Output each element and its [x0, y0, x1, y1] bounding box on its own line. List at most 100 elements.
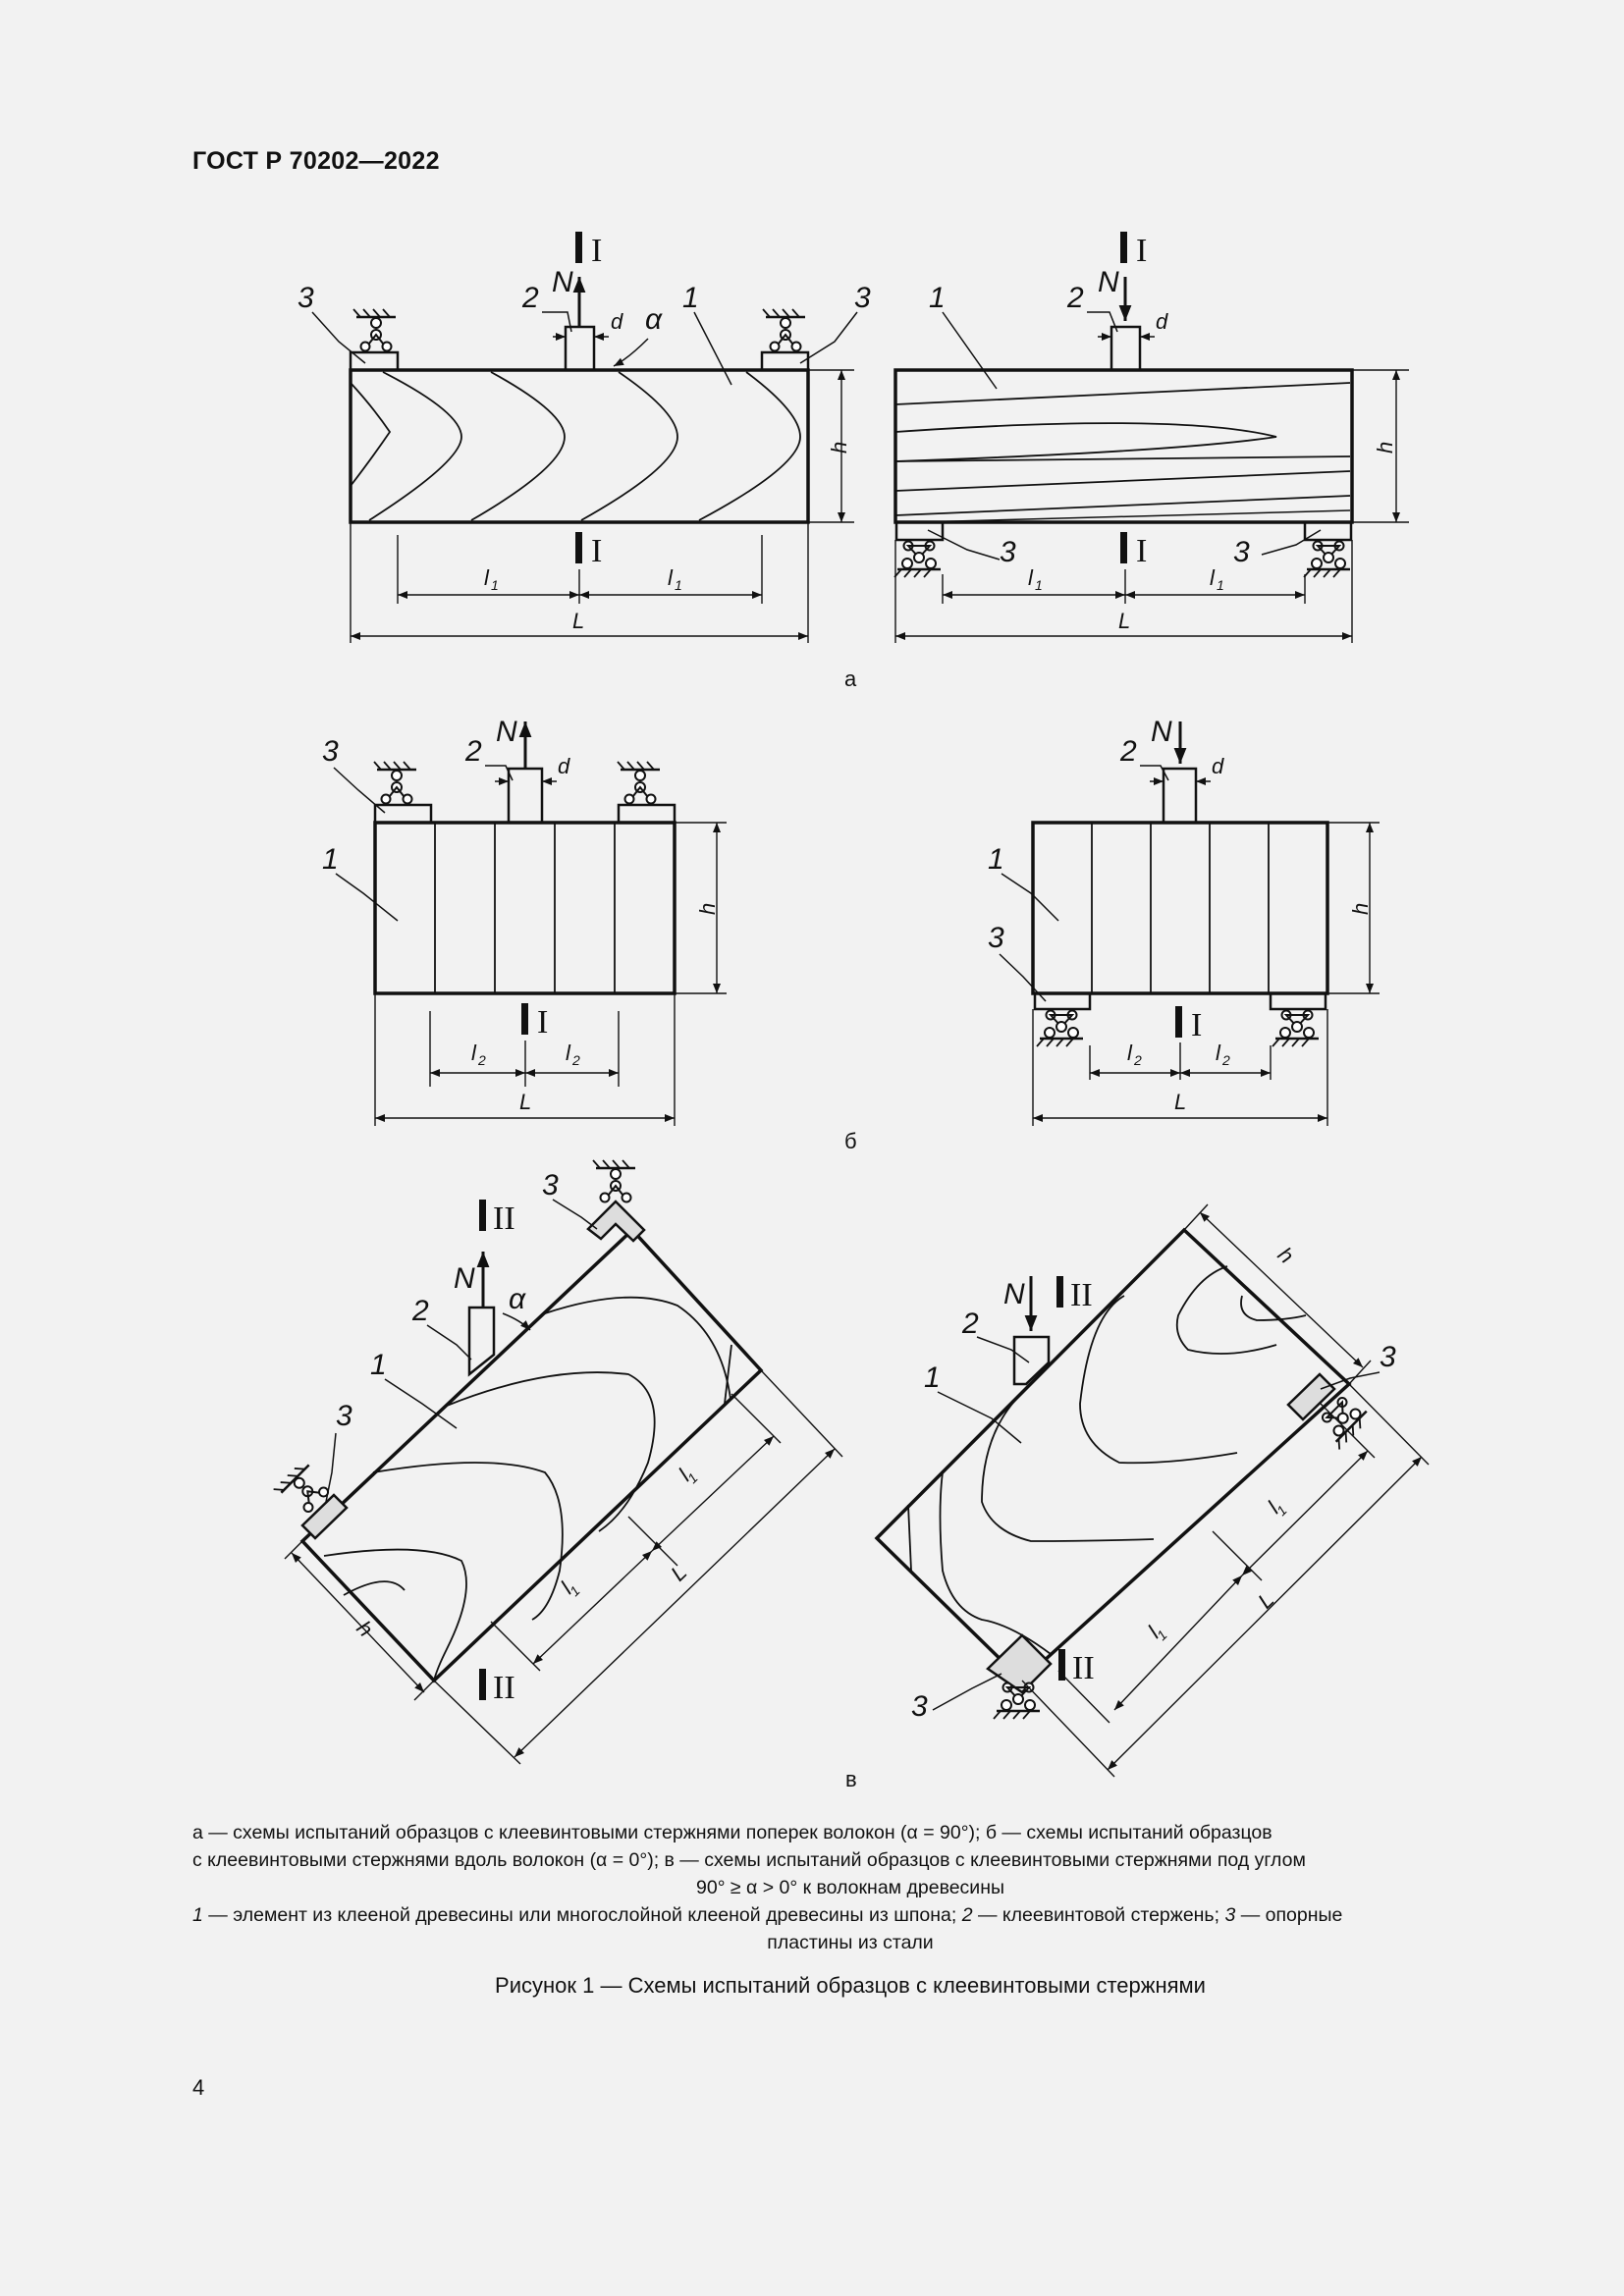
dim-l2: l [471, 1041, 477, 1065]
figure-1-test-schemes: I I N 2 d α 1 3 3 l 1 l 1 L h [272, 232, 1430, 1791]
dim-h: h [1373, 442, 1397, 454]
section-mark: I [1191, 1007, 1202, 1043]
diameter-label: d [611, 309, 623, 334]
section-mark: II [493, 1670, 515, 1706]
callout-1: 1 [929, 282, 946, 314]
legend-line: 1 — элемент из клееной древесины или мно… [192, 1901, 1508, 1929]
callout-1: 1 [924, 1362, 941, 1394]
legend-text: — элемент из клееной древесины или много… [202, 1904, 962, 1926]
dim-sub: 1 [1217, 577, 1224, 593]
section-mark: I [591, 233, 602, 269]
section-mark: I [537, 1004, 548, 1041]
legend-number: 1 [192, 1904, 203, 1926]
callout-3: 3 [854, 282, 871, 314]
diameter-label: d [558, 754, 570, 778]
dim-h: h [695, 903, 720, 915]
panel-b-right [1031, 767, 1329, 1011]
callout-1: 1 [682, 282, 699, 314]
force-label: N [454, 1262, 475, 1295]
dim-L: L [1118, 609, 1130, 633]
page-header: ГОСТ Р 70202—2022 [192, 147, 440, 175]
dim-sub: 2 [477, 1052, 486, 1068]
callout-1: 1 [370, 1349, 387, 1381]
panel-v-right [874, 1227, 1352, 1694]
force-label: N [1098, 266, 1119, 298]
section-mark: I [591, 533, 602, 569]
dim-L: L [572, 609, 584, 633]
dim-l2: l [1216, 1041, 1221, 1065]
dim-l1: l [668, 565, 674, 590]
dim-sub: 1 [1035, 577, 1043, 593]
legend-line: а — схемы испытаний образцов с клеевинто… [192, 1822, 1272, 1843]
force-label: N [1003, 1278, 1025, 1310]
panel-b-left [373, 767, 677, 995]
diameter-label: d [1156, 309, 1168, 334]
figure-caption: Рисунок 1 — Схемы испытаний образцов с к… [495, 1973, 1206, 1998]
diameter-label: d [1212, 754, 1224, 778]
dim-L: L [1174, 1090, 1186, 1114]
callout-2: 2 [1119, 735, 1137, 768]
angle-label: α [509, 1283, 526, 1315]
section-mark: I [1136, 233, 1147, 269]
callout-3: 3 [988, 922, 1004, 954]
dim-sub: 1 [1273, 1502, 1290, 1519]
legend-line: 90° ≥ α > 0° к волокнам древесины [696, 1877, 1004, 1898]
section-mark: I [1136, 533, 1147, 569]
dim-sub: 1 [1154, 1627, 1170, 1643]
dim-L: L [1253, 1587, 1278, 1613]
dim-sub: 1 [491, 577, 499, 593]
angle-label: α [645, 303, 663, 336]
panel-label-a: а [844, 667, 857, 691]
panel-label-v: в [845, 1767, 857, 1791]
dim-h: h [1348, 903, 1373, 915]
dim-sub: 1 [684, 1469, 701, 1486]
dim-L: L [666, 1560, 691, 1585]
callout-3: 3 [1233, 536, 1250, 568]
force-label: N [1151, 716, 1172, 748]
callout-2: 2 [411, 1295, 429, 1327]
callout-2: 2 [521, 282, 539, 314]
section-mark: II [1072, 1650, 1095, 1686]
panel-v-left [299, 1200, 764, 1683]
dim-L: L [519, 1090, 531, 1114]
force-label: N [496, 716, 517, 748]
callout-1: 1 [322, 843, 339, 876]
section-mark: II [493, 1201, 515, 1237]
dim-sub: 1 [675, 577, 682, 593]
dim-sub: 2 [571, 1052, 580, 1068]
dim-l1: l [1028, 565, 1034, 590]
legend-line: с клеевинтовыми стержнями вдоль волокон … [192, 1849, 1306, 1871]
figure-legend: а — схемы испытаний образцов с клеевинто… [192, 1819, 1508, 1956]
page-number: 4 [192, 2075, 205, 2100]
callout-3: 3 [336, 1400, 352, 1432]
dim-h: h [827, 442, 851, 454]
dim-sub: 2 [1221, 1052, 1230, 1068]
callout-3: 3 [911, 1690, 928, 1723]
dim-l1: l [484, 565, 490, 590]
callout-1: 1 [988, 843, 1004, 876]
callout-3: 3 [542, 1169, 559, 1201]
panel-label-b: б [844, 1129, 857, 1153]
dim-l1: l [1210, 565, 1216, 590]
legend-text: — опорные [1235, 1904, 1343, 1926]
legend-number: 3 [1224, 1904, 1236, 1926]
dim-h: h [1273, 1242, 1299, 1268]
panel-a-right [893, 325, 1354, 542]
legend-line: пластины из стали [767, 1932, 934, 1953]
dim-l2: l [566, 1041, 571, 1065]
callout-2: 2 [464, 735, 482, 768]
callout-3: 3 [1380, 1341, 1396, 1373]
dim-l2: l [1127, 1041, 1133, 1065]
section-mark: II [1070, 1277, 1093, 1313]
dim-sub: 1 [567, 1582, 583, 1599]
legend-text: — клеевинтовой стержень; [972, 1904, 1225, 1926]
callout-3: 3 [298, 282, 314, 314]
callout-2: 2 [1066, 282, 1084, 314]
callout-2: 2 [961, 1308, 979, 1340]
dim-sub: 2 [1133, 1052, 1142, 1068]
force-label: N [552, 266, 573, 298]
callout-3: 3 [1000, 536, 1016, 568]
callout-3: 3 [322, 735, 339, 768]
legend-number: 2 [961, 1904, 973, 1926]
panel-a-left [349, 325, 810, 524]
